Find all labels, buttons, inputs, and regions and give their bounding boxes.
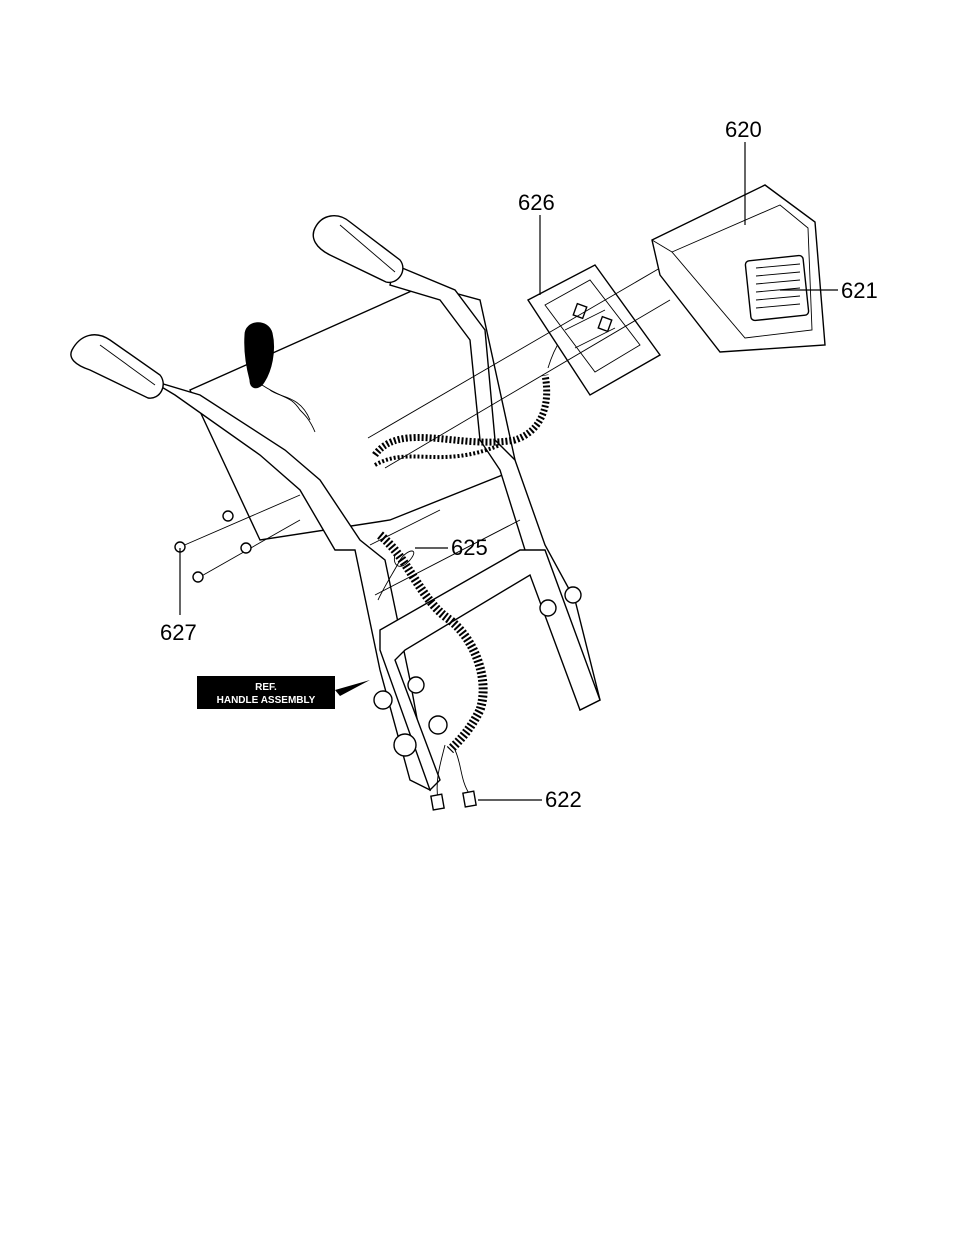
callout-621: 621 (841, 278, 878, 303)
callout-627: 627 (160, 620, 197, 645)
callout-626: 626 (518, 190, 555, 215)
ref-arrow (335, 680, 370, 696)
ref-label-line2: HANDLE ASSEMBLY (217, 695, 316, 706)
callout-620: 620 (725, 117, 762, 142)
ref-label-line1: REF. (255, 682, 277, 693)
lens-621 (745, 255, 809, 321)
callout-622: 622 (545, 787, 582, 812)
ref-label-box: REF. HANDLE ASSEMBLY (197, 676, 335, 709)
callout-625: 625 (451, 535, 488, 560)
